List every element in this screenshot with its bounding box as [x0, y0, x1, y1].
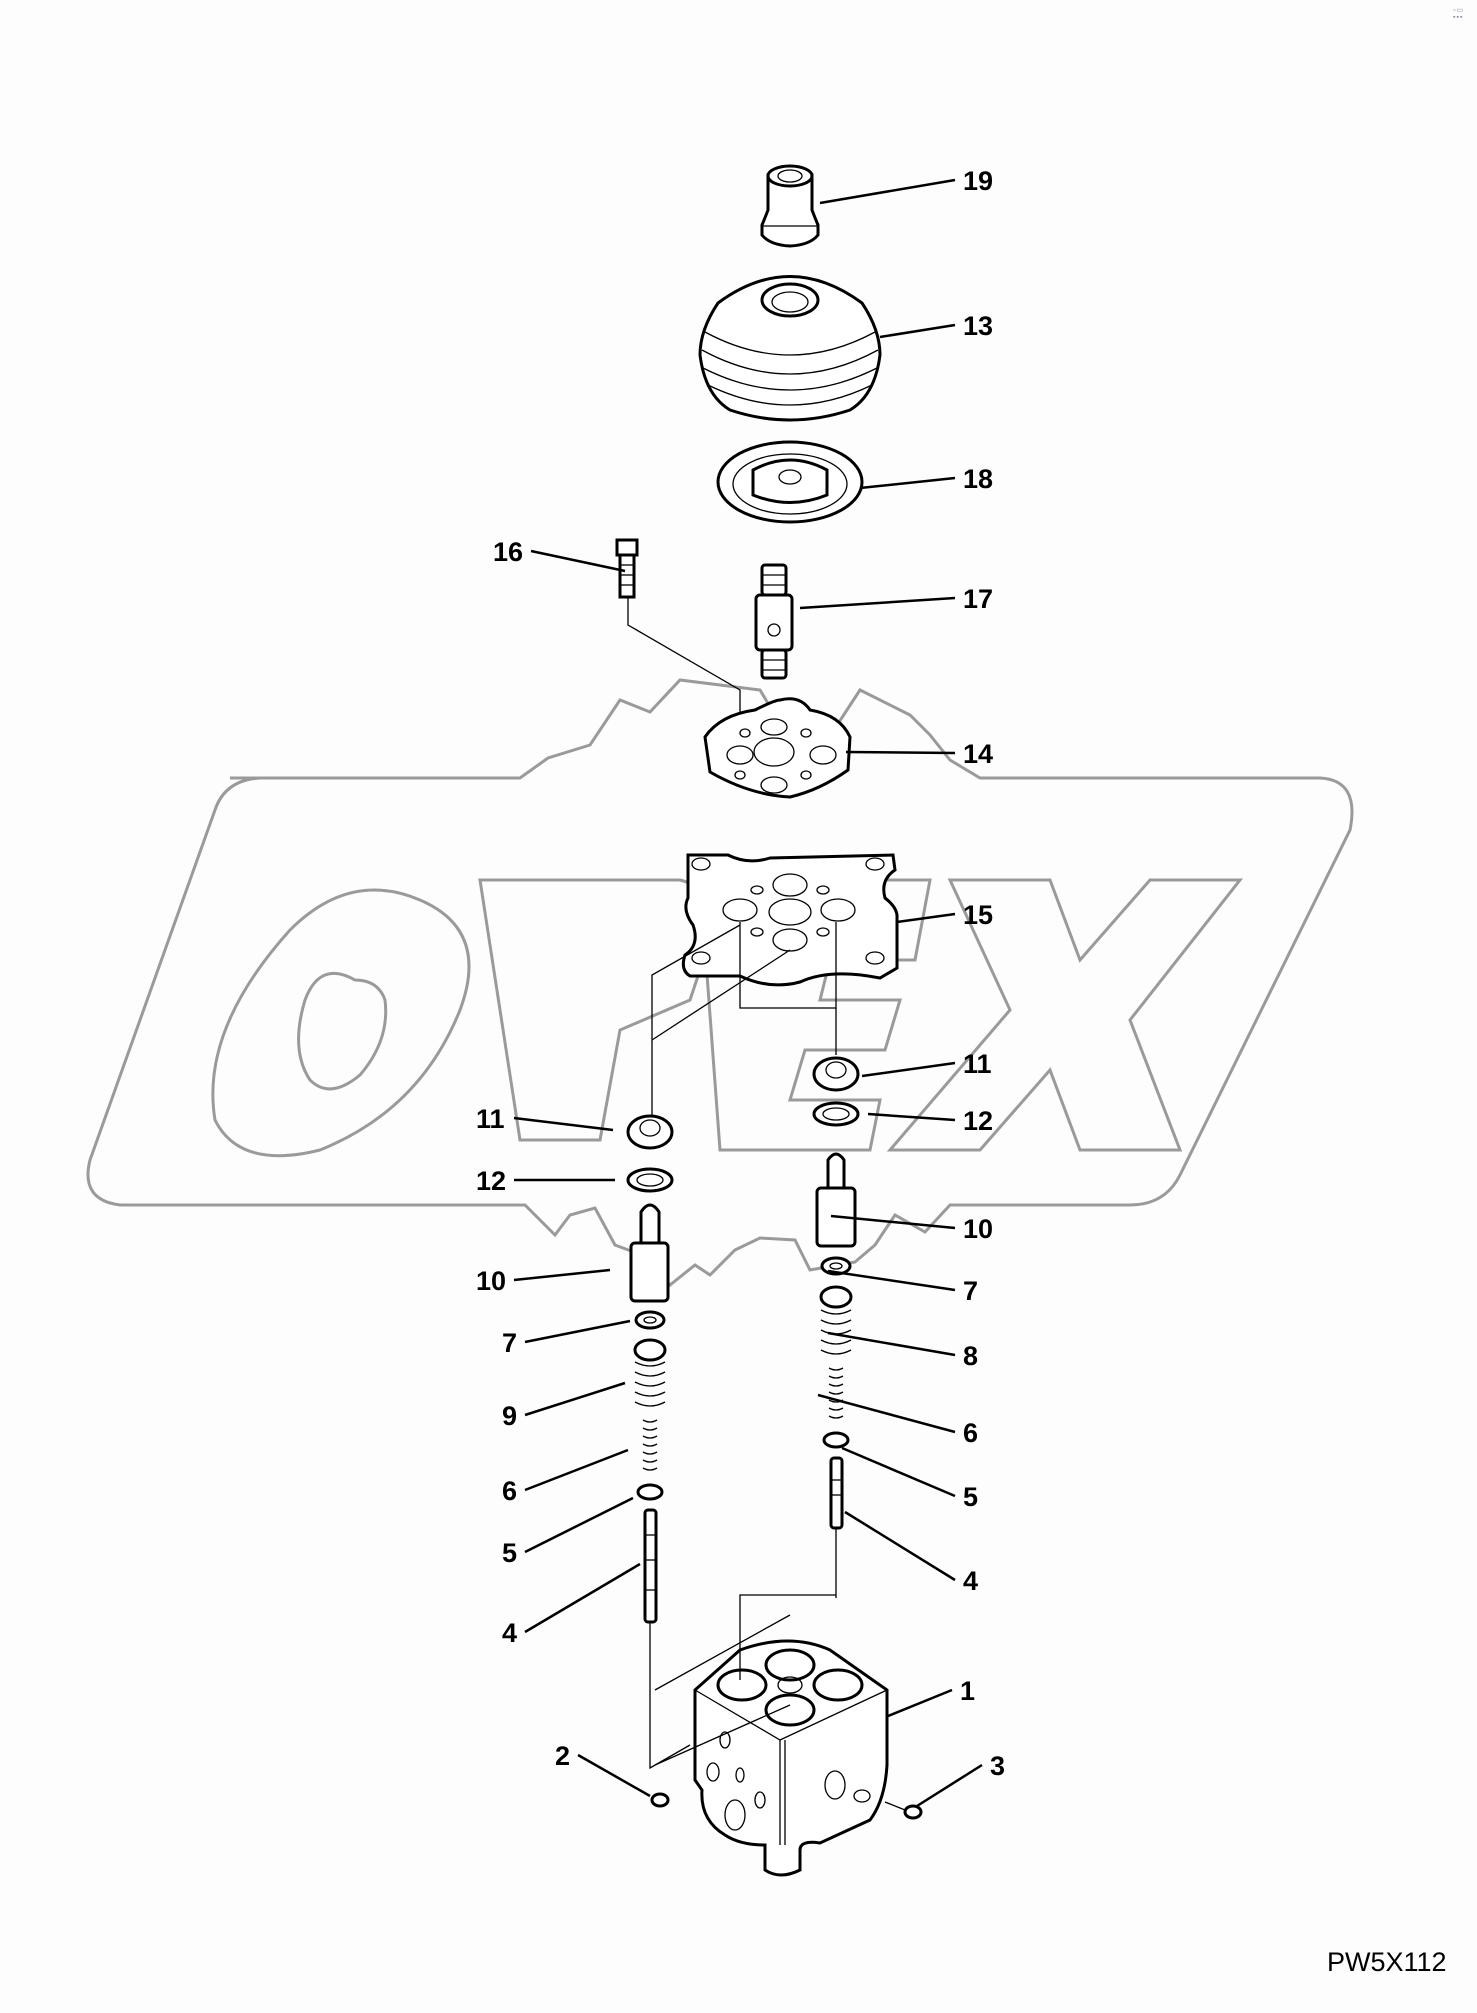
leader-line	[819, 178, 956, 205]
part-1-valve-body	[654, 1594, 889, 1877]
drawing-code-label: PW5X112	[1327, 1947, 1447, 1977]
callout-13: 13	[879, 311, 993, 341]
callout-4r: 4	[844, 1510, 978, 1596]
leader-line	[896, 912, 956, 924]
callout-number: 4	[963, 1566, 978, 1596]
callout-number: 16	[493, 537, 523, 567]
spring-6l	[642, 1419, 658, 1471]
leader-line	[524, 1448, 629, 1492]
callout-10l: 10	[476, 1266, 611, 1296]
callout-number: 15	[963, 900, 993, 930]
leader-line	[524, 1496, 634, 1554]
part-2-plug	[650, 1792, 670, 1808]
leader-line	[513, 1116, 614, 1132]
leader-line	[861, 1061, 956, 1078]
callout-8: 8	[827, 1331, 978, 1371]
callout-7r: 7	[827, 1269, 978, 1306]
leader-line	[867, 1112, 956, 1122]
callout-10r: 10	[830, 1214, 993, 1244]
callout-number: 12	[963, 1106, 993, 1136]
leader-line	[577, 1753, 651, 1798]
leader-line	[887, 1688, 953, 1718]
callout-9: 9	[502, 1381, 626, 1431]
callout-number: 17	[963, 584, 993, 614]
callout-number: 13	[963, 311, 993, 341]
callout-number: 19	[963, 166, 993, 196]
callout-1: 1	[887, 1676, 975, 1718]
leader-line	[879, 323, 956, 339]
spring-9	[633, 1338, 667, 1407]
callout-number: 5	[963, 1482, 978, 1512]
part-16-bolt	[615, 538, 741, 732]
callout-number: 2	[555, 1741, 570, 1771]
callout-number: 5	[502, 1538, 517, 1568]
callout-number: 6	[963, 1418, 978, 1448]
leader-line	[841, 1446, 956, 1498]
leader-line	[859, 476, 956, 490]
callout-11r: 11	[861, 1049, 992, 1079]
callout-number: 18	[963, 464, 993, 494]
callout-2: 2	[555, 1741, 651, 1798]
part-3-plug	[884, 1801, 923, 1820]
callout-15: 15	[896, 900, 993, 930]
callout-12l: 12	[476, 1166, 615, 1196]
leader-line	[524, 1381, 626, 1417]
callout-14: 14	[845, 739, 993, 769]
callout-number: 1	[960, 1676, 975, 1706]
callout-6r: 6	[817, 1393, 978, 1448]
callout-5l: 5	[502, 1496, 634, 1568]
leader-line	[799, 596, 956, 610]
right-stack	[812, 1056, 860, 1598]
part-19-nut	[760, 164, 820, 248]
callout-number: 7	[502, 1328, 517, 1358]
callout-17: 17	[799, 584, 993, 614]
callout-19: 19	[819, 166, 993, 205]
corner-mark: ▫▭ ▪▪▪	[1453, 7, 1465, 21]
callout-4l: 4	[502, 1562, 641, 1648]
callout-number: 14	[963, 739, 993, 769]
leader-line	[830, 1214, 956, 1230]
callout-number: 10	[963, 1214, 993, 1244]
leader-line	[524, 1562, 641, 1634]
leader-line	[817, 1393, 956, 1434]
callout-number: 12	[476, 1166, 506, 1196]
callout-16: 16	[493, 537, 626, 573]
callout-number: 6	[502, 1476, 517, 1506]
callout-number: 11	[963, 1049, 992, 1079]
part-15-plate	[651, 853, 899, 1115]
callout-number: 7	[963, 1276, 978, 1306]
leader-line	[916, 1763, 983, 1808]
callout-number: 9	[502, 1401, 517, 1431]
leader-line	[844, 1510, 956, 1582]
part-18-disc	[716, 440, 864, 524]
callout-12r: 12	[867, 1106, 993, 1136]
leader-line	[827, 1269, 956, 1292]
callout-6l: 6	[502, 1448, 629, 1506]
part-17-joint	[754, 563, 794, 680]
callout-number: 4	[502, 1618, 517, 1648]
left-stack	[626, 1114, 691, 1770]
leader-line	[513, 1268, 611, 1282]
spring-8	[819, 1285, 853, 1355]
callout-number: 11	[476, 1104, 505, 1134]
leader-line	[530, 549, 626, 573]
callout-11l: 11	[476, 1104, 614, 1134]
callout-number: 3	[990, 1751, 1005, 1781]
part-14-plate	[703, 697, 852, 799]
callout-5r: 5	[841, 1446, 978, 1512]
spring-6r	[828, 1367, 844, 1419]
part-13-boot	[698, 275, 882, 422]
callout-7l: 7	[502, 1319, 631, 1358]
callout-number: 10	[476, 1266, 506, 1296]
callout-18: 18	[859, 464, 993, 494]
callout-3: 3	[916, 1751, 1005, 1808]
callout-number: 8	[963, 1341, 978, 1371]
leader-line	[524, 1319, 631, 1344]
leader-line	[827, 1331, 956, 1357]
leader-line	[845, 750, 956, 755]
